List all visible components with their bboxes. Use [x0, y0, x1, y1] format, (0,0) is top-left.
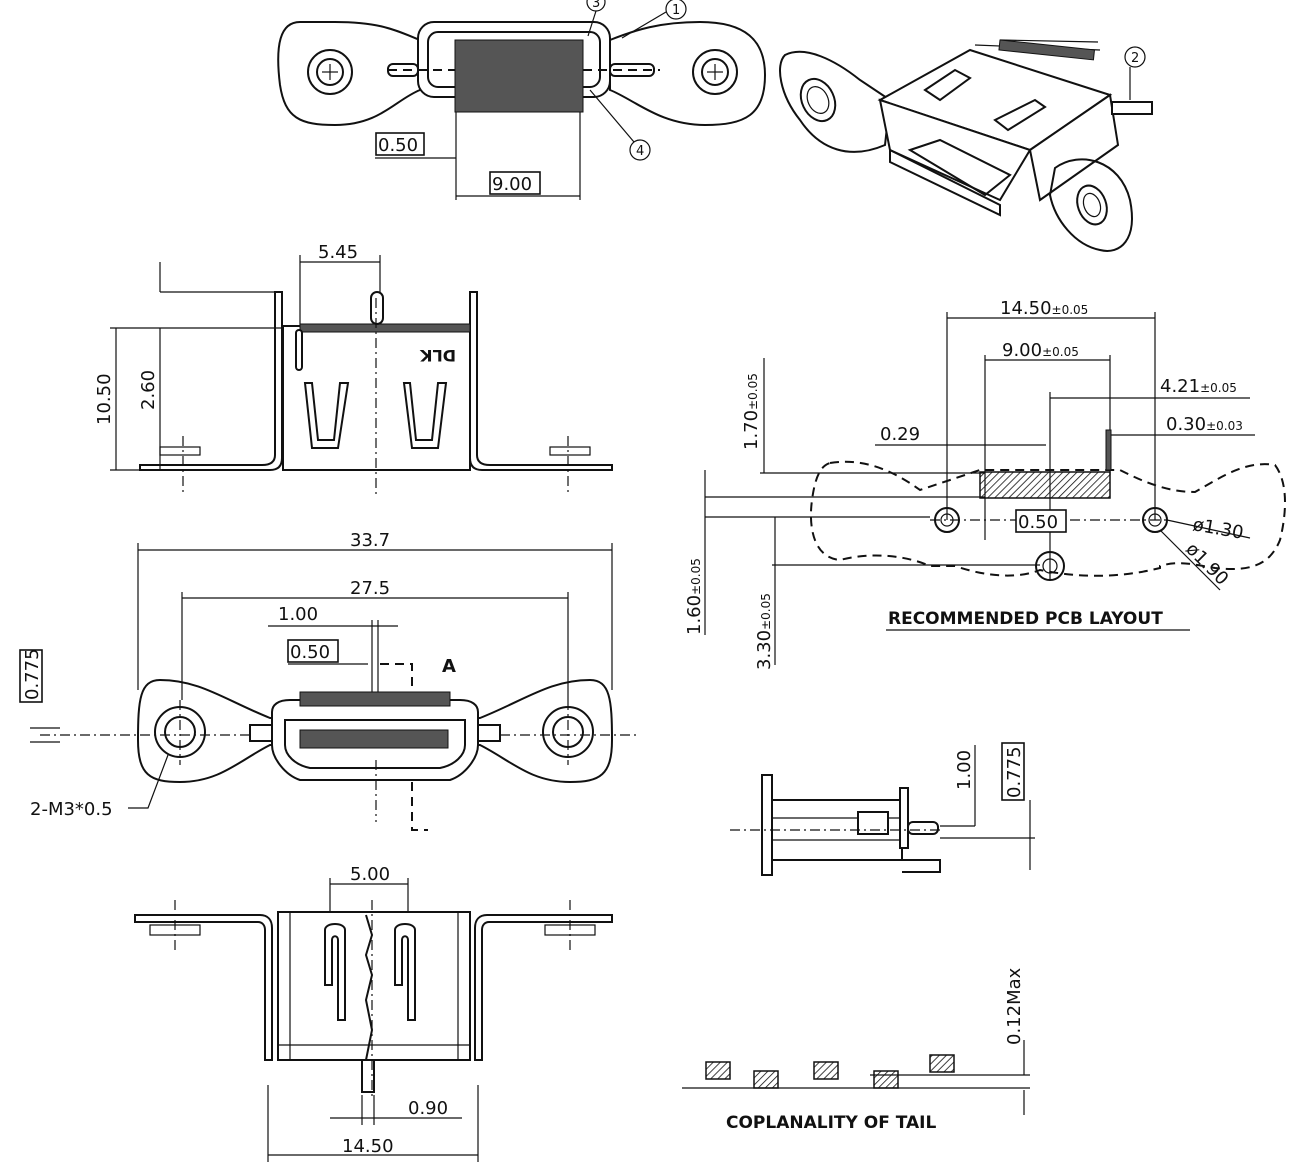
plan-hole-note: 2-M3*0.5: [30, 799, 113, 820]
callout-2: 2: [1131, 51, 1139, 66]
coplanarity-title: COPLANALITY OF TAIL: [726, 1113, 936, 1133]
pcb-dim-pad-w: 0.30±0.03: [1166, 414, 1243, 435]
bottom-dim-top: 5.00: [350, 864, 390, 885]
callout-1: 1: [672, 3, 680, 18]
pcb-dim-gap: 0.29: [880, 424, 920, 445]
bottom-view: 5.00 0.90 14.50: [134, 864, 613, 1162]
callout-3: 3: [592, 0, 600, 11]
plan-dim-overall: 33.7: [350, 530, 390, 551]
isometric-view: 2: [779, 39, 1153, 252]
pcb-dim-width: 14.50±0.05: [1000, 298, 1088, 319]
pcb-dim-pitch: 0.50: [1018, 512, 1058, 533]
plan-view: 33.7 27.5 1.00 0.50 A 0.775 2-M3*0.5: [19, 530, 640, 831]
coplanarity: 0.12Max COPLANALITY OF TAIL: [682, 967, 1030, 1133]
plan-dim-holes: 27.5: [350, 578, 390, 599]
front-view: 5.45 10.50 2.60 DLK: [94, 242, 613, 495]
pcb-title: RECOMMENDED PCB LAYOUT: [888, 609, 1163, 629]
pcb-dim-v1: 1.70±0.05: [741, 373, 762, 450]
front-marking: DLK: [420, 346, 456, 365]
pcb-dim-v3: 3.30±0.05: [754, 593, 775, 670]
side-dim-a: 1.00: [954, 750, 975, 790]
top-dim-width: 9.00: [492, 174, 532, 195]
pcb-layout: 14.50±0.05 9.00±0.05 4.21±0.05 0.30±0.03…: [684, 298, 1286, 670]
top-view: 3 1 4 0.50 9.00: [277, 0, 767, 200]
bottom-dim-pin: 0.90: [408, 1098, 448, 1119]
pcb-dim-pads: 9.00±0.05: [1002, 340, 1079, 361]
coplanarity-dim: 0.12Max: [1004, 967, 1025, 1045]
side-view: 1.00 0.775: [730, 742, 1035, 876]
pcb-dim-offset: 4.21±0.05: [1160, 376, 1237, 397]
plan-dim-offset: 0.775: [22, 648, 43, 700]
side-dim-b: 0.775: [1004, 746, 1025, 798]
plan-section-label: A: [442, 656, 456, 677]
pcb-dim-hole-big: ø1.30: [1191, 514, 1245, 544]
plan-dim-pitch: 0.50: [290, 642, 330, 663]
front-dim-height: 10.50: [94, 373, 115, 425]
callout-4: 4: [636, 144, 644, 159]
front-dim-top: 5.45: [318, 242, 358, 263]
plan-dim-a: 1.00: [278, 604, 318, 625]
top-dim-pitch: 0.50: [378, 135, 418, 156]
bottom-dim-width: 14.50: [342, 1136, 394, 1157]
front-dim-inner: 2.60: [138, 370, 159, 410]
pcb-dim-v2: 1.60±0.05: [684, 558, 705, 635]
